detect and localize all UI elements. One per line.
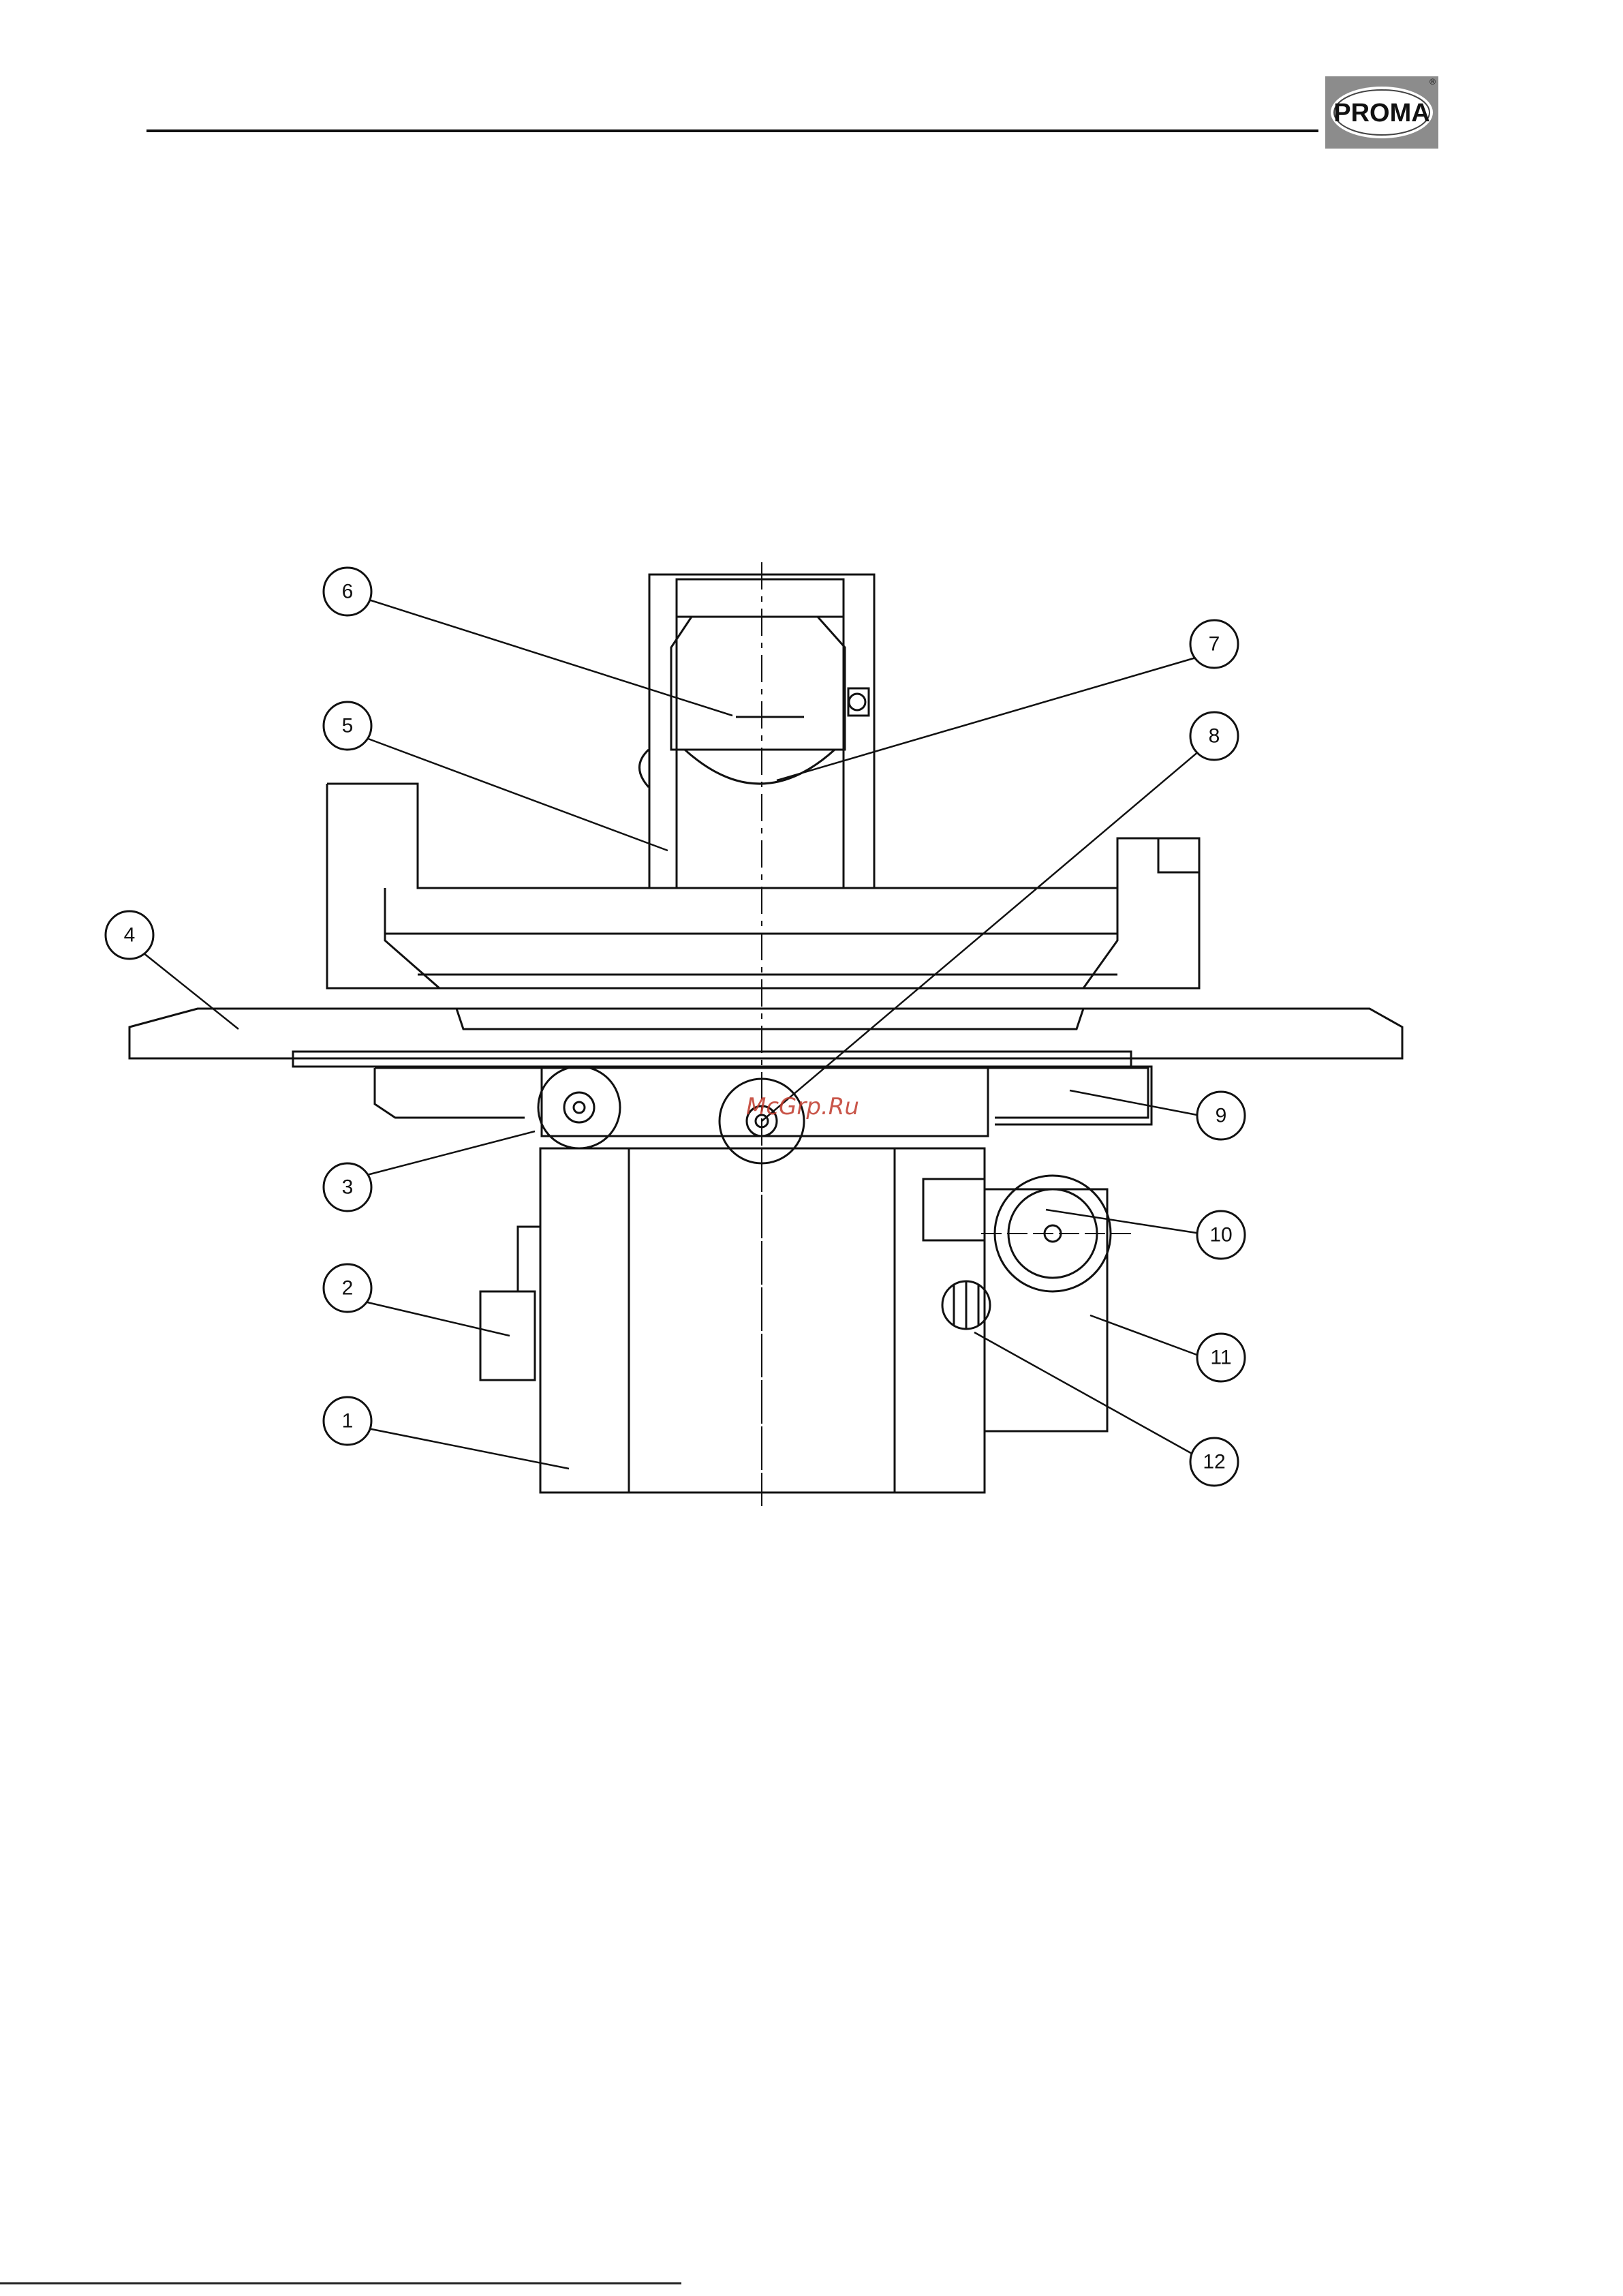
callout-4: 4 xyxy=(106,911,153,959)
callout-11: 11 xyxy=(1197,1334,1245,1381)
callout-5: 5 xyxy=(324,702,371,750)
svg-text:7: 7 xyxy=(1209,633,1220,656)
leader-lines xyxy=(143,598,1213,1469)
footer-rule xyxy=(0,2282,681,2284)
callout-9: 9 xyxy=(1197,1092,1245,1139)
leader-1 xyxy=(365,1428,569,1469)
leader-4 xyxy=(143,953,238,1029)
leader-2 xyxy=(365,1302,510,1336)
leader-8 xyxy=(762,739,1213,1121)
oil-pump xyxy=(942,1281,990,1329)
leader-10 xyxy=(1046,1210,1201,1234)
splash-guard xyxy=(327,784,1199,988)
leader-3 xyxy=(365,1131,535,1176)
svg-text:3: 3 xyxy=(342,1176,354,1199)
callout-6: 6 xyxy=(324,568,371,615)
leader-7 xyxy=(777,658,1196,780)
electric-box xyxy=(480,1227,540,1380)
callout-8: 8 xyxy=(1190,712,1238,760)
callout-2: 2 xyxy=(324,1264,371,1312)
svg-text:5: 5 xyxy=(342,715,354,737)
side-housing xyxy=(923,1179,1107,1431)
leader-12 xyxy=(974,1332,1201,1458)
svg-text:8: 8 xyxy=(1209,725,1220,748)
callouts: 1 2 3 4 5 6 7 8 9 10 11 12 xyxy=(106,568,1245,1486)
svg-text:11: 11 xyxy=(1210,1347,1231,1369)
watermark-text: McGrp.Ru xyxy=(746,1093,859,1120)
svg-text:9: 9 xyxy=(1216,1105,1227,1127)
svg-text:10: 10 xyxy=(1209,1224,1232,1246)
svg-text:1: 1 xyxy=(342,1410,354,1433)
callout-12: 12 xyxy=(1190,1438,1238,1486)
leader-9 xyxy=(1070,1090,1201,1116)
motor-pulley xyxy=(981,1176,1131,1291)
svg-text:12: 12 xyxy=(1203,1451,1225,1473)
wheel-head xyxy=(640,617,869,787)
callout-1: 1 xyxy=(324,1397,371,1445)
callout-3: 3 xyxy=(324,1163,371,1211)
callout-10: 10 xyxy=(1197,1211,1245,1259)
callout-7: 7 xyxy=(1190,620,1238,668)
svg-text:4: 4 xyxy=(124,924,136,947)
svg-text:2: 2 xyxy=(342,1277,354,1300)
svg-text:6: 6 xyxy=(342,581,354,603)
worktable xyxy=(129,1009,1402,1067)
leader-5 xyxy=(365,737,668,851)
